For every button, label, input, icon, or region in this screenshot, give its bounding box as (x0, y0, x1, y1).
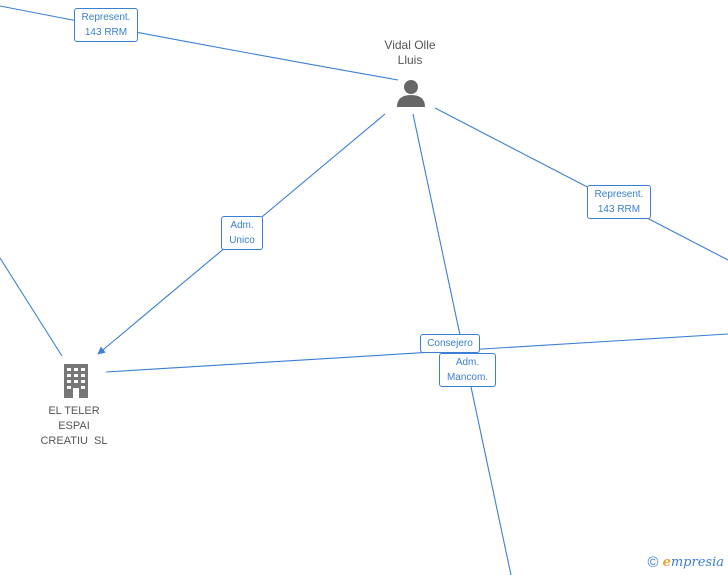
relation-represent-right-line1: Represent. (594, 189, 644, 200)
relation-represent-right-line2: 143 RRM (597, 204, 641, 215)
person-icon[interactable] (396, 79, 426, 107)
relation-represent-right[interactable]: Represent. 143 RRM (587, 185, 651, 219)
edge-person-right (434, 107, 728, 261)
person-node-label[interactable]: Vidal Olle Lluis (360, 38, 460, 68)
brand-initial: e (662, 555, 671, 570)
relation-adm-mancom-line1: Adm. (455, 357, 480, 368)
edge-left-company (0, 257, 63, 357)
company-name-line1: EL TELER (48, 405, 100, 417)
edge-company-right (105, 333, 728, 373)
relation-consejero[interactable]: Consejero (420, 334, 480, 353)
relation-represent-top[interactable]: Represent. 143 RRM (74, 8, 138, 42)
copyright-icon: © (647, 554, 659, 571)
brand-rest: mpresia (670, 555, 724, 570)
relation-adm-unico-line1: Adm. (230, 220, 254, 231)
relation-adm-unico-line2: Unico (229, 235, 255, 246)
relation-adm-mancom[interactable]: Adm. Mancom. (439, 353, 496, 387)
relation-consejero-line1: Consejero (427, 338, 473, 349)
person-name-line1: Vidal Olle (384, 38, 436, 52)
company-node-label[interactable]: EL TELER ESPAI CREATIU SL (24, 404, 124, 449)
person-name-line2: Lluis (397, 53, 423, 67)
relation-adm-mancom-line2: Mancom. (446, 372, 489, 383)
relation-represent-top-line1: Represent. (81, 12, 131, 23)
company-name-line2: ESPAI (58, 420, 90, 432)
brand-logo: empresia (663, 555, 724, 570)
footer-brand[interactable]: © empresia (648, 554, 724, 571)
relation-represent-top-line2: 143 RRM (84, 27, 128, 38)
relation-adm-unico[interactable]: Adm. Unico (221, 216, 263, 250)
building-icon[interactable] (62, 364, 90, 398)
edge-person-top-left (0, 5, 399, 81)
company-name-line3: CREATIU SL (40, 435, 108, 447)
